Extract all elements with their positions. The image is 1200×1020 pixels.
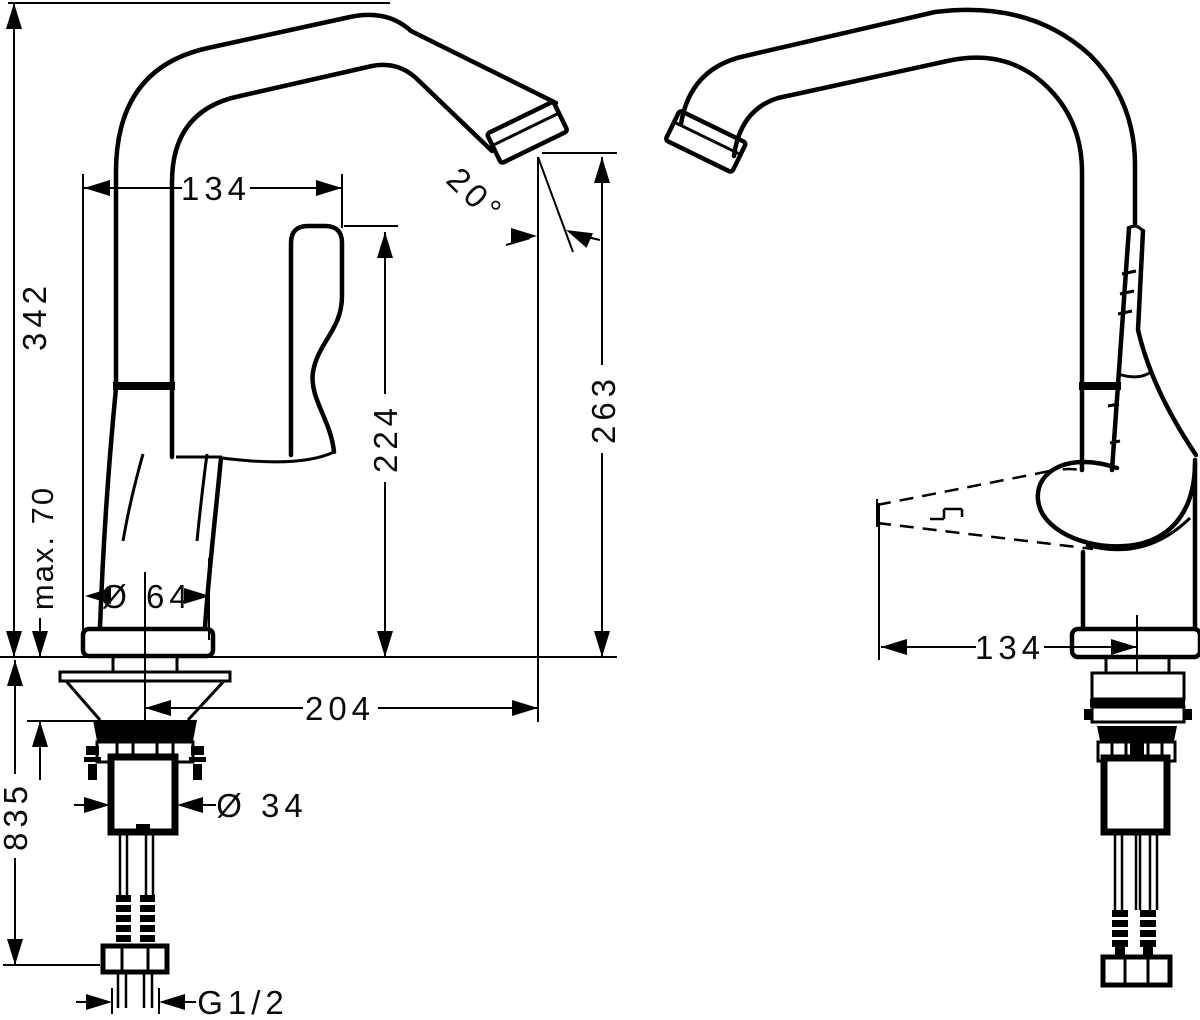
dim-shank-length-label: 835 [0,781,34,851]
dim-counter-thickness: max. 70 [25,486,95,780]
body-right-edge [202,455,224,631]
mounting-shank [107,753,179,836]
hose-ends [116,972,154,1008]
seal-ring [93,720,197,741]
cone-right-line [195,453,209,542]
hose-nut [100,943,170,975]
cone-left-line [121,453,145,542]
supply-pipes [118,833,155,895]
spout-inner-edge [169,62,495,460]
dim-counter-thickness-label: max. 70 [25,486,60,610]
dim-outlet-height-label: 263 [585,374,622,444]
fixing-stud-right [189,746,206,780]
front-aerator-cap [485,100,569,165]
front-mounting-assembly [58,657,232,1008]
handle-lever [288,223,345,458]
side-view-faucet [664,7,1200,988]
side-mounting-assembly [1084,657,1192,988]
handle-base-curve [221,450,335,464]
side-braided-hoses [1112,910,1156,947]
dim-connection-thread-label: G1/2 [197,984,289,1020]
dim-handle-height: 224 [344,225,404,657]
side-handle [1035,224,1199,552]
side-handle-teardrop [1035,459,1198,549]
dim-base-diameter-label: Ø 64 [101,578,193,615]
side-aerator-cap [664,109,748,174]
dim-handle-projection: 134 [878,503,1138,672]
dim-outlet-angle: 20° [440,156,601,722]
fixing-stud-left [84,746,101,780]
front-view-faucet [58,12,569,1008]
front-view-dimensions: 342 max. 70 835 134 [0,2,622,1020]
dim-spout-reach: 204 [145,690,538,727]
dim-shank-length: 835 [0,660,100,966]
dim-base-diameter: Ø 64 [85,558,210,640]
dim-spout-top-width: 134 [82,170,343,640]
dim-shank-diameter-label: Ø 34 [216,787,308,824]
side-mounting-shank [1100,754,1171,836]
dim-connection-thread: G1/2 [76,984,289,1020]
dim-total-height: 342 [6,3,53,657]
side-view-dimensions: 134 [878,503,1138,672]
side-spout-outer-edge [678,7,1138,227]
spout-outer-edge [113,12,559,391]
dim-spout-top-width-label: 134 [181,170,251,207]
side-spout-inner-edge [731,55,1085,387]
dim-outlet-height: 263 [542,152,622,657]
handle-swing-envelope [876,467,1094,551]
braided-hoses [116,895,155,942]
dim-spout-reach-label: 204 [305,690,375,727]
dim-handle-projection-label: 134 [975,629,1045,666]
side-supply-pipes [1113,832,1159,910]
dim-total-height-label: 342 [16,281,53,351]
dim-shank-diameter: Ø 34 [74,787,308,824]
dim-handle-height-label: 224 [367,403,404,473]
side-hose-nut [1100,954,1173,988]
base-plate [80,626,216,659]
dim-outlet-angle-label: 20° [440,160,512,232]
